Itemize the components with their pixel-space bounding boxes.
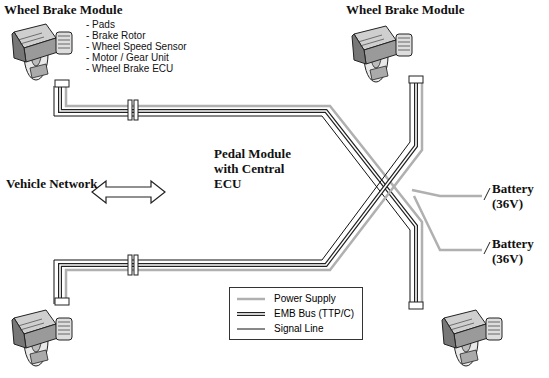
pedal-module-label: Pedal Module with Central ECU (214, 146, 314, 191)
wheel-brake (442, 310, 502, 366)
wheel-brake (12, 310, 72, 366)
harness-bottom (54, 82, 422, 304)
battery-label: Battery (36V) (492, 181, 546, 211)
legend-text: Signal Line (274, 323, 323, 334)
part-name: - Wheel Brake ECU (86, 63, 173, 74)
harness-top (54, 86, 422, 306)
part-name: - Pads (86, 19, 115, 30)
legend-text: Power Supply (274, 293, 336, 304)
legend-box: Power SupplyEMB Bus (TTP/C) Signal Line (229, 287, 363, 340)
battery-label: Battery (36V) (492, 236, 546, 266)
network-arrow (92, 181, 165, 203)
part-name: - Motor / Gear Unit (86, 52, 169, 63)
battery-mark (484, 188, 490, 254)
part-name: - Brake Rotor (86, 30, 145, 41)
wheel-brake (12, 24, 72, 80)
legend-text: EMB Bus (TTP/C) (274, 308, 354, 319)
legend-row: Power Supply (236, 291, 354, 306)
power-feed (412, 190, 482, 250)
legend-row: Signal Line (236, 321, 354, 336)
legend-sample (236, 309, 266, 319)
legend-sample (236, 324, 266, 334)
part-name: - Wheel Speed Sensor (86, 41, 187, 52)
module-title: Wheel Brake Module (346, 2, 464, 17)
module-title: Wheel Brake Module (4, 2, 122, 17)
network-label: Vehicle Network (6, 176, 98, 191)
connector-stub (55, 76, 423, 309)
legend-sample (236, 294, 266, 304)
legend-row: EMB Bus (TTP/C) (236, 306, 354, 321)
wheel-brake (352, 26, 412, 82)
